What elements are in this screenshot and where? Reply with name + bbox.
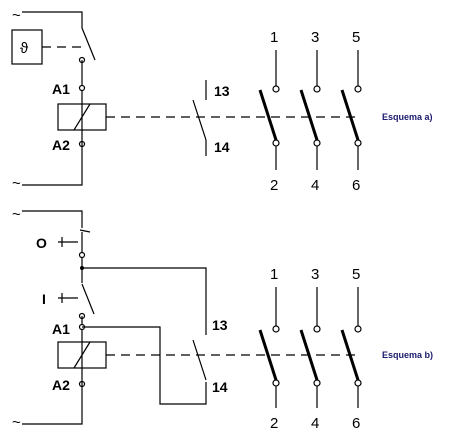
pole-bottom-label-6-a: 6	[352, 177, 360, 194]
off-button-actuator	[58, 237, 78, 247]
aux-label-13-a: 13	[214, 83, 230, 99]
self-hold-wire-b	[82, 326, 207, 405]
aux-label-14-a: 14	[214, 139, 230, 155]
aux-label-13-b: 13	[212, 317, 228, 333]
thermostat-contact-a	[81, 27, 96, 61]
pole-top-label-5-b: 5	[352, 266, 360, 283]
pole-terminal-4-a	[313, 139, 321, 147]
pole-terminal-4-b	[313, 379, 321, 387]
pole-terminal-3-a	[313, 85, 321, 93]
on-button-label: I	[42, 291, 46, 307]
coil-label-a2-a: A2	[52, 137, 70, 153]
coil-mark-a	[73, 103, 91, 131]
pole-contact-3-a	[299, 89, 319, 141]
coil-terminal-a1-a	[78, 84, 86, 92]
pole-contact-5-b	[340, 329, 360, 381]
on-button-actuator	[58, 293, 78, 303]
main-poles-b: 1 3 5 2 4 6	[258, 266, 362, 432]
caption-a: Esquema a)	[382, 112, 433, 122]
pole-terminal-2-a	[272, 139, 280, 147]
pole-top-label-1-a: 1	[270, 29, 278, 46]
aux-label-14-b: 14	[212, 379, 228, 395]
pole-contact-5-a	[340, 89, 360, 141]
coil-label-a1-a: A1	[52, 81, 70, 97]
pole-bottom-label-2-a: 2	[270, 177, 278, 194]
pole-bottom-label-2-b: 2	[270, 415, 278, 432]
pole-top-label-1-b: 1	[270, 266, 278, 283]
supply-symbol-top-b: ~	[12, 206, 21, 223]
pole-top-label-3-b: 3	[311, 266, 319, 283]
supply-symbol-bottom-a: ~	[12, 175, 21, 192]
off-button-bar	[79, 229, 91, 233]
pole-terminal-1-b	[272, 325, 280, 333]
pole-terminal-1-a	[272, 85, 280, 93]
main-poles-a: 1 3 5 2 4 6	[258, 29, 362, 194]
pole-terminal-6-b	[354, 379, 362, 387]
pole-contact-1-b	[258, 329, 278, 381]
off-button-label: O	[36, 235, 47, 251]
pole-terminal-6-a	[354, 139, 362, 147]
schematic-a: ~ ϑ A1 A2 ~ 13 14 1 3 5	[11, 7, 433, 194]
supply-symbol-bottom-b: ~	[12, 414, 21, 431]
pole-contact-3-b	[299, 329, 319, 381]
on-button-contact	[81, 283, 95, 315]
pole-top-label-5-a: 5	[352, 29, 360, 46]
coil-label-a2-b: A2	[52, 377, 70, 393]
pole-terminal-5-a	[354, 85, 362, 93]
off-button-terminal	[78, 251, 86, 259]
pole-terminal-3-b	[313, 325, 321, 333]
pole-terminal-2-b	[272, 379, 280, 387]
pole-top-label-3-a: 3	[311, 29, 319, 46]
supply-symbol-top-a: ~	[12, 7, 21, 24]
pole-bottom-label-4-a: 4	[311, 177, 319, 194]
supply-wire-bottom-b	[22, 368, 83, 425]
supply-wire-bottom-a	[22, 130, 83, 186]
coil-label-a1-b: A1	[52, 321, 70, 337]
hold-wire-b	[81, 258, 207, 335]
pole-contact-1-a	[258, 89, 278, 141]
supply-wire-top-a	[22, 11, 83, 28]
pole-terminal-5-b	[354, 325, 362, 333]
thermostat-symbol-a: ϑ	[20, 40, 29, 57]
pole-bottom-label-6-b: 6	[352, 415, 360, 432]
schematic-b: ~ O I A1 A2 ~ 13 14 1	[12, 206, 433, 432]
aux-contact-b	[192, 339, 207, 381]
pole-bottom-label-4-b: 4	[311, 415, 319, 432]
coil-mark-b	[73, 341, 91, 369]
supply-wire-top-b	[22, 210, 83, 228]
caption-b: Esquema b)	[382, 350, 433, 360]
aux-contact-a	[192, 99, 207, 141]
